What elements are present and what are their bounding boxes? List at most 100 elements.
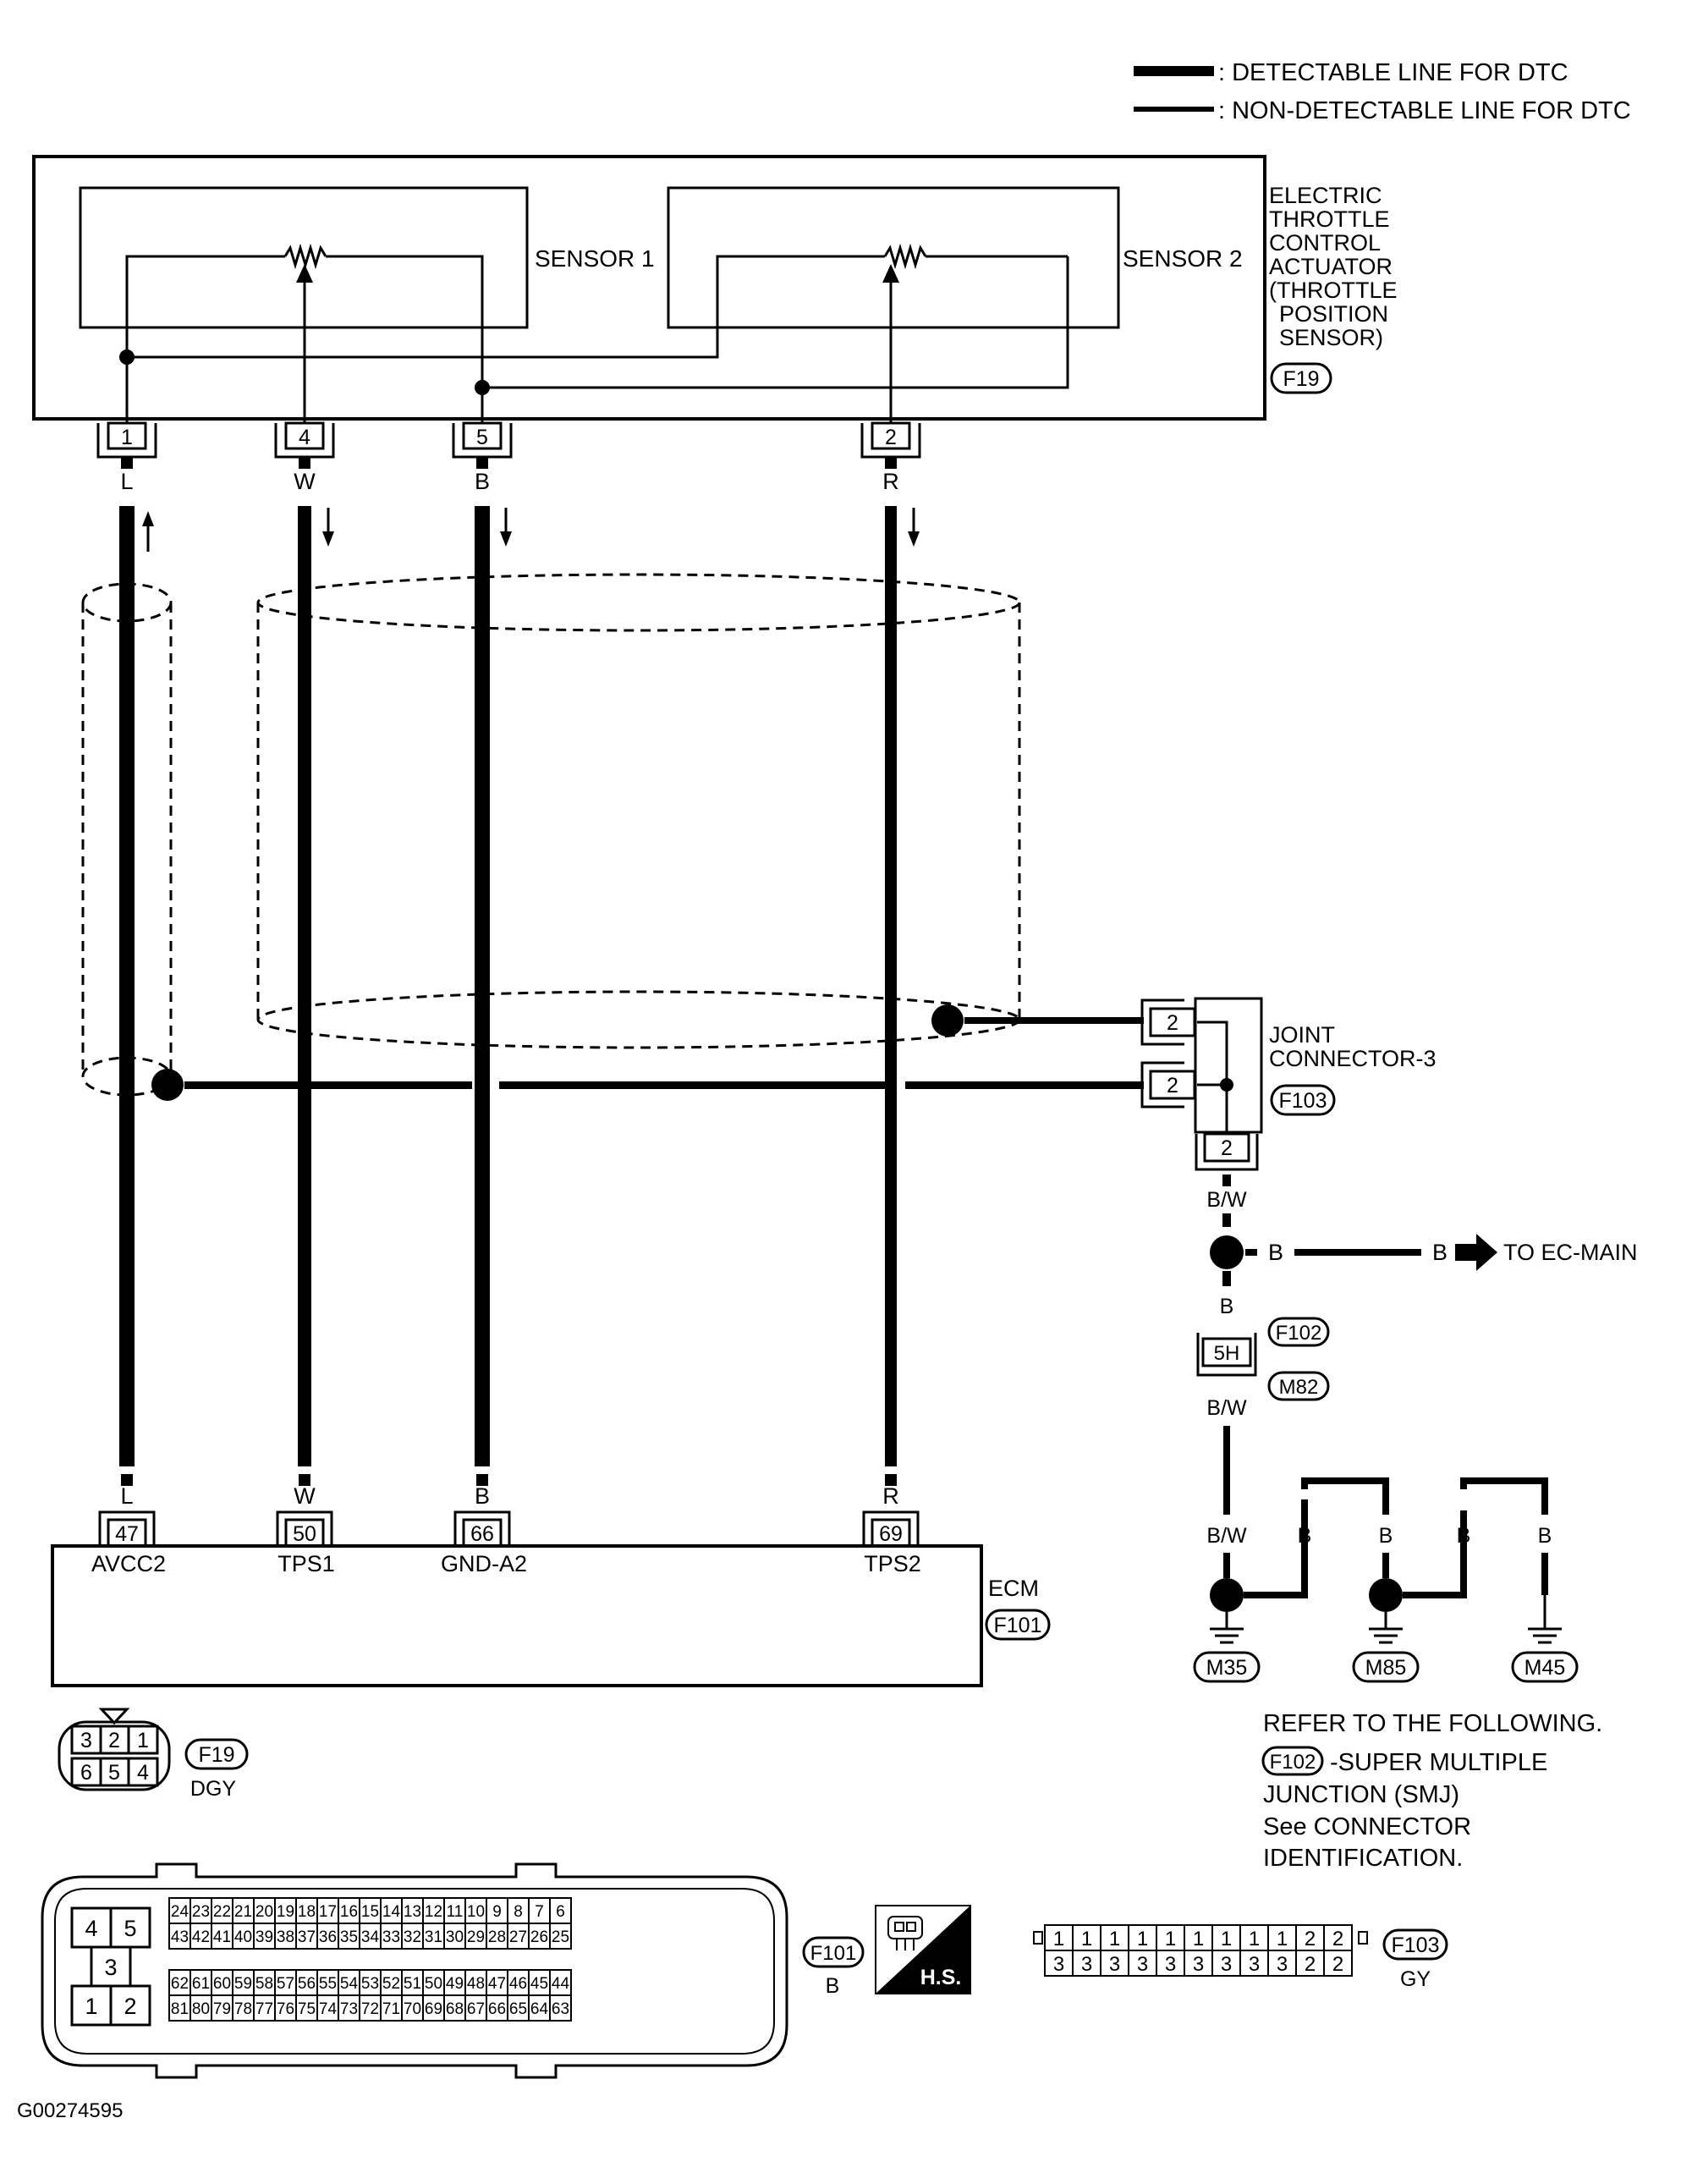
f103-cavity: 3 (1165, 1953, 1176, 1976)
f101-cavity-cell (549, 1994, 572, 2022)
f103-cavity: 3 (1193, 1953, 1204, 1976)
actuator-title-line: SENSOR) (1279, 325, 1383, 350)
wire-stub (476, 1474, 488, 1486)
actuator-title-line: (THROTTLE (1269, 278, 1398, 303)
ecm-pin: 66 (453, 1510, 511, 1548)
f103-face-badge (1382, 1928, 1448, 1961)
f101-cavity: 10 (467, 1903, 485, 1921)
smj-pin: 5H (1214, 1342, 1240, 1365)
f19-cavity: 3 (80, 1729, 92, 1752)
f101-cavity: 55 (319, 1975, 337, 1993)
drain-wire-right (964, 1017, 1144, 1024)
wire-color-label: B (475, 1483, 490, 1509)
wire-color-label: B (1298, 1524, 1312, 1548)
f101-cavity: 7 (535, 1903, 544, 1921)
f101-cavity: 40 (234, 1928, 252, 1946)
wire-color-label: B/W (1206, 1524, 1247, 1548)
f101-cavity: 34 (361, 1928, 380, 1946)
svg-text:47: 47 (115, 1522, 139, 1546)
svg-text:50: 50 (293, 1522, 316, 1546)
wire-color-label: B (1538, 1524, 1552, 1548)
ecm-box (51, 1544, 983, 1687)
f101-cavity: 72 (361, 2000, 379, 2018)
splice-dot (1210, 1235, 1244, 1269)
f101-inner-housing (54, 1888, 775, 2055)
arrow-down-icon (322, 531, 334, 547)
ecm-signal: GND-A2 (441, 1551, 527, 1576)
wire-color-label: B (1268, 1240, 1283, 1265)
f103-cavity: 2 (1305, 1953, 1316, 1976)
f101-cavity: 67 (467, 2000, 485, 2018)
wire-color-label: B (1457, 1524, 1471, 1548)
f101-connector-badge (985, 1609, 1051, 1641)
f103-latch-icon (1358, 1931, 1368, 1945)
wire-stub (121, 1474, 133, 1486)
f101-power-cavity: 3 (104, 1955, 117, 1980)
actuator-pin: 2 (860, 421, 921, 459)
f101-cavity: 53 (361, 1975, 379, 1993)
f101-cavity-cell (549, 1923, 572, 1950)
shield-drain-dot (151, 1069, 184, 1101)
f102-connector-badge (1261, 1746, 1324, 1776)
m85-ground-badge (1352, 1651, 1420, 1683)
f103-cavity: 1 (1109, 1928, 1120, 1950)
figure-id: G00274595 (17, 2099, 123, 2122)
f101-cavity: 28 (488, 1928, 506, 1946)
to-main-arrow-icon (1455, 1234, 1497, 1271)
f103-cavity: 3 (1277, 1953, 1288, 1976)
f103-cavity: 1 (1193, 1928, 1204, 1950)
f103-cavity: 1 (1053, 1928, 1064, 1950)
f101-cavity: 46 (509, 1975, 527, 1993)
f19-color-label: DGY (190, 1777, 237, 1801)
wire-color-label: B/W (1206, 1188, 1247, 1212)
actuator-pins: 1 4 5 2 (96, 421, 921, 459)
joint-pin: 2 (1221, 1136, 1233, 1160)
joint-pin: 2 (1167, 1074, 1178, 1098)
f19-connector-label: F19 (1283, 367, 1319, 391)
ground-symbols (1210, 1595, 1562, 1644)
m45-ground-badge (1511, 1651, 1579, 1683)
junction-dot (475, 380, 490, 395)
shield-drain-dot (931, 1004, 964, 1037)
f101-cavity: 36 (319, 1928, 337, 1946)
f101-cavity: 26 (530, 1928, 548, 1946)
f101-cavity: 76 (277, 2000, 294, 2018)
f101-cavity: 35 (340, 1928, 358, 1946)
f103-cavity: 3 (1109, 1953, 1120, 1976)
wire-color-label: L (120, 1483, 133, 1509)
legend-detectable: : DETECTABLE LINE FOR DTC (1218, 59, 1568, 86)
m35-ground-badge (1193, 1651, 1261, 1683)
f101-cavity: 8 (514, 1903, 523, 1921)
shield-bottom-right (256, 990, 1021, 1049)
f101-cavity: 79 (213, 2000, 231, 2018)
actuator-outline (32, 155, 1266, 421)
actuator-pin: 5 (452, 421, 513, 459)
f101-cavity: 30 (446, 1928, 464, 1946)
f103-cavity: 3 (1137, 1953, 1148, 1976)
f101-cavity: 80 (192, 2000, 210, 2018)
refer-line: -SUPER MULTIPLE (1330, 1749, 1547, 1776)
f101-cavity: 71 (382, 2000, 400, 2018)
refer-line: IDENTIFICATION. (1263, 1845, 1463, 1872)
hs-badge: H.S. (875, 1905, 971, 1994)
signal-wires (119, 457, 897, 1486)
f101-cavity: 29 (467, 1928, 485, 1946)
f101-cavity: 69 (425, 2000, 442, 2018)
wire-b (475, 506, 490, 1466)
f101-cavity: 77 (255, 2000, 273, 2018)
f101-cavity: 17 (319, 1903, 337, 1921)
f101-cavity: 60 (213, 1975, 231, 1993)
drain-wire-left (499, 1081, 888, 1089)
f103-cavity: 1 (1221, 1928, 1232, 1950)
harness-side-icon (887, 1916, 923, 1950)
refer-line: JUNCTION (SMJ) (1263, 1781, 1459, 1808)
f103-cavity: 2 (1305, 1928, 1316, 1950)
f101-cavity: 33 (382, 1928, 400, 1946)
f101-cavity: 37 (298, 1928, 316, 1946)
wire-shields (81, 573, 1021, 1097)
drain-wire-left (905, 1081, 1144, 1089)
sensor2-box (667, 186, 1120, 329)
f103-cavity: 3 (1221, 1953, 1232, 1976)
wire-stub (476, 457, 488, 469)
f101-cavity: 11 (447, 1903, 464, 1921)
